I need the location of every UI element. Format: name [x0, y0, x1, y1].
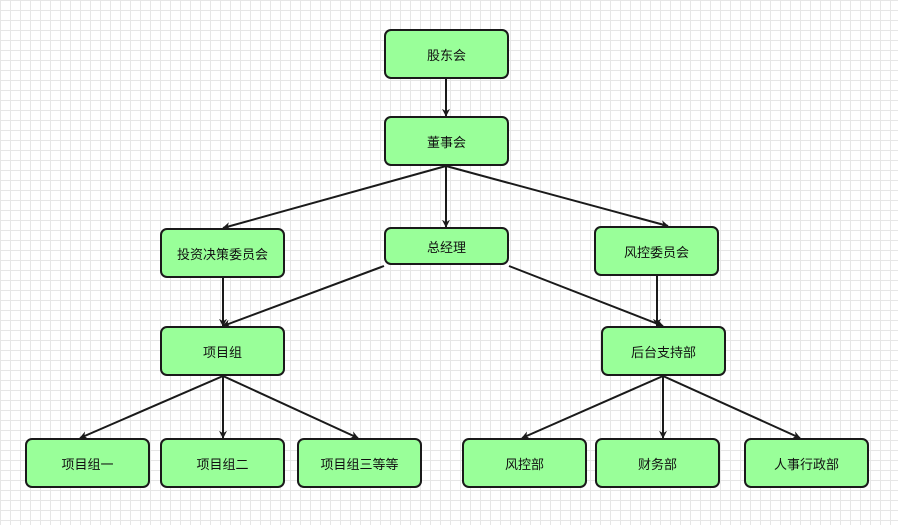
- node-hr-admin-dept[interactable]: 人事行政部: [744, 438, 869, 488]
- node-general-manager[interactable]: 总经理: [384, 227, 509, 265]
- node-risk-control-dept[interactable]: 风控部: [462, 438, 587, 488]
- connector-arrow-houtai-to-fengkongbu: [521, 375, 664, 439]
- node-project-group-one[interactable]: 项目组一: [25, 438, 150, 488]
- node-board-of-directors[interactable]: 董事会: [384, 116, 509, 166]
- node-project-group[interactable]: 项目组: [160, 326, 285, 376]
- node-risk-control-committee[interactable]: 风控委员会: [594, 226, 719, 276]
- node-shareholders-meeting[interactable]: 股东会: [384, 29, 509, 79]
- node-project-group-two[interactable]: 项目组二: [160, 438, 285, 488]
- connector-arrow-houtai-to-renshi: [662, 375, 801, 439]
- node-back-office-support[interactable]: 后台支持部: [601, 326, 726, 376]
- node-investment-committee[interactable]: 投资决策委员会: [160, 228, 285, 278]
- node-project-group-three-etc[interactable]: 项目组三等等: [297, 438, 422, 488]
- connector-arrow-xiangmuzu-to-zu1: [79, 375, 224, 439]
- connector-arrow-zongjingli-to-houtai: [508, 265, 664, 328]
- connector-arrow-dongshihui-to-fengkongwei: [445, 165, 669, 228]
- connector-arrow-dongshihui-to-touzi: [222, 165, 447, 230]
- node-finance-dept[interactable]: 财务部: [595, 438, 720, 488]
- connector-arrow-zongjingli-to-xiangmuzu: [222, 265, 385, 328]
- connector-arrow-xiangmuzu-to-zu3: [222, 375, 359, 439]
